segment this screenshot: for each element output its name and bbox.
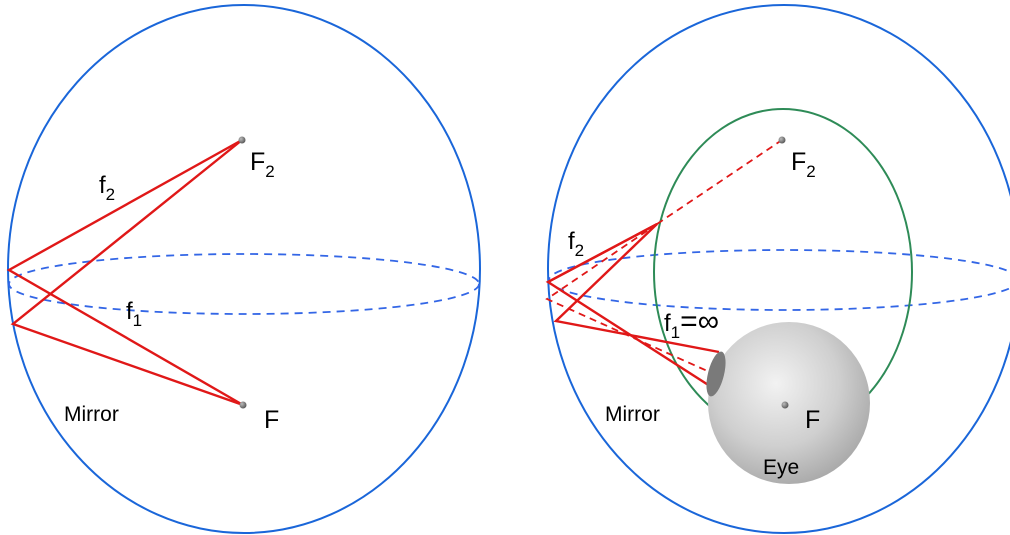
right-label-eye: Eye <box>763 456 799 479</box>
left-equator-dashed <box>8 253 480 315</box>
eye-pupil <box>706 351 726 397</box>
left-focal-point-F <box>239 401 247 409</box>
right-ray-f1 <box>545 222 714 390</box>
right-ray-dashed-to-F <box>545 223 784 406</box>
left-panel: f2 f1 F2 F Mirror <box>6 4 481 534</box>
right-focal-point-F2 <box>778 136 786 144</box>
right-ray-dashed-to-F2 <box>656 139 783 225</box>
right-label-F: F <box>805 406 820 434</box>
left-label-mirror: Mirror <box>64 403 119 426</box>
right-focal-point-F <box>781 401 789 409</box>
right-mirror-outline <box>547 4 1010 534</box>
eye-sphere <box>708 322 870 484</box>
left-focal-point-F2 <box>238 136 246 144</box>
left-label-f1: f1 <box>126 298 142 330</box>
left-ray-f2 <box>6 138 244 407</box>
left-label-F: F <box>264 406 279 434</box>
left-label-F2: F2 <box>250 148 275 181</box>
left-label-f2: f2 <box>99 172 115 204</box>
right-label-f1: f1=∞ <box>664 305 719 342</box>
right-label-f2: f2 <box>568 228 584 260</box>
left-ray-f1 <box>10 139 244 407</box>
right-label-F2: F2 <box>791 148 816 181</box>
right-equator-dashed <box>548 249 1010 311</box>
left-mirror-outline <box>7 4 481 534</box>
right-label-mirror: Mirror <box>605 403 660 426</box>
right-panel: f2 f1=∞ F2 F Mirror Eye <box>545 4 1010 534</box>
